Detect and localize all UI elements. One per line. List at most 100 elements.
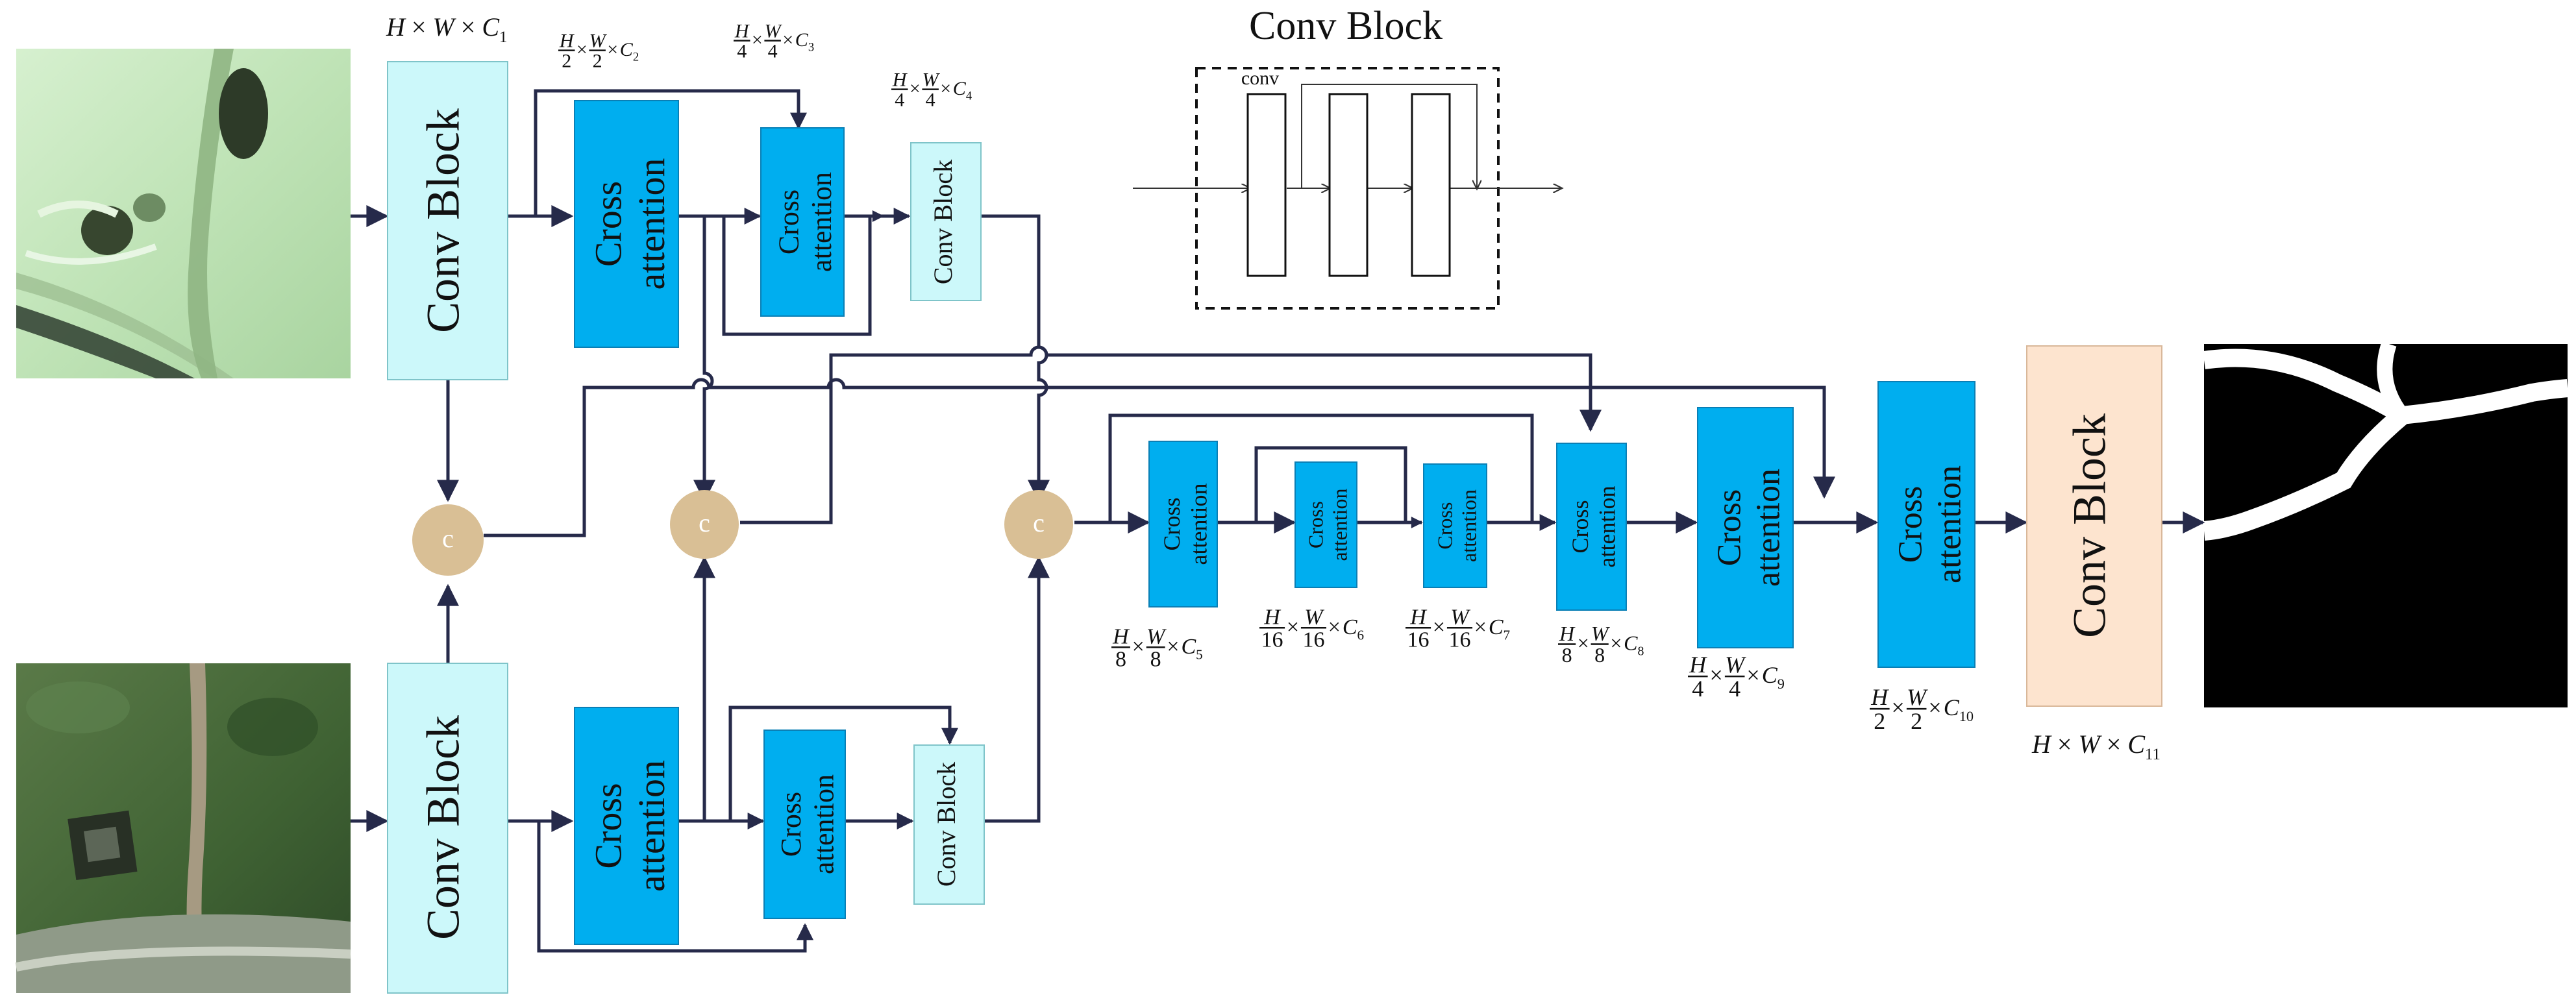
svg-text:C7: C7 [1489,615,1510,643]
svg-text:W: W [1146,625,1167,649]
concat-node-3-label: c [1033,508,1045,537]
svg-text:H: H [892,69,908,91]
svg-text:×: × [1578,631,1589,654]
cross-attention-label: Crossattention [1892,465,1968,583]
svg-text:×: × [1928,694,1941,720]
svg-text:8: 8 [1594,643,1605,667]
concat-node-1: c [412,504,484,576]
svg-text:C5: C5 [1181,635,1202,663]
output-mask [2203,341,2569,707]
cross-label-line-2: attention [1750,469,1787,587]
input-image-a [16,49,351,378]
svg-text:W: W [1450,606,1470,630]
svg-text:C4: C4 [953,78,972,103]
cross-attention-enc-a-2: Crossattention [760,127,845,317]
cross-label-line-1: Cross [1433,502,1457,550]
cross-label-line-1: Cross [775,792,807,857]
svg-text:H: H [559,31,575,52]
skip-cross5 [1108,413,1534,522]
conv-block-a-label: Conv Block [417,108,469,333]
svg-text:4: 4 [895,89,904,110]
svg-text:C8: C8 [1624,631,1644,658]
svg-text:×: × [1287,615,1299,639]
svg-text:H: H [734,21,750,42]
cross-label-line-2: attention [806,172,837,272]
svg-text:H: H [1263,606,1282,630]
svg-text:4: 4 [1729,676,1740,702]
conv-block-legend: Conv Block conv [1133,4,1561,310]
conv-block-a: Conv Block [387,61,508,380]
cross-label-line-1: Cross [1159,497,1185,550]
svg-text:16: 16 [1407,628,1430,652]
svg-text:H × W × C11: H × W × C11 [2031,730,2161,763]
dim-label-d10: H2×W2×C10 [1870,684,1974,734]
conv-small-b-label: Conv Block [932,762,961,887]
svg-text:H: H [1112,625,1130,649]
concat-node-3: c [1004,490,1073,559]
cross-label-line-1: Cross [587,783,629,868]
conv-block-final-label: Conv Block [2064,413,2116,638]
svg-text:×: × [940,78,951,99]
skip-concat1-to-decoder [484,378,1835,537]
svg-text:×: × [1474,615,1487,639]
cross-attention-label: Crossattention [1567,486,1620,568]
cross-attention-dec-10: Crossattention [1877,381,1975,668]
arrow-cross-a-down [693,216,715,502]
cross-attention-label: Crossattention [1304,489,1352,561]
svg-text:H: H [1409,606,1428,630]
skip-bottom-2 [728,705,958,821]
svg-text:×: × [607,39,618,60]
cross-label-line-2: attention [1457,489,1481,562]
svg-text:H: H [1689,652,1707,678]
svg-text:C6: C6 [1343,615,1364,643]
cross-label-line-2: attention [808,774,840,874]
svg-text:C3: C3 [795,29,814,55]
conv-block-b-label: Conv Block [417,715,469,940]
dim-label-d6: H16×W16×C6 [1259,606,1364,652]
arrow-conv-small-a-down [980,214,1050,502]
svg-text:H: H [1870,684,1889,710]
svg-text:H × W × C1: H × W × C1 [386,12,507,46]
svg-text:×: × [752,29,763,51]
concat-node-2-label: c [699,508,710,537]
svg-text:×: × [1610,631,1622,654]
cross-attention-label: Crossattention [587,158,673,290]
dim-label-d3: H4×W4×C3 [734,21,814,62]
concat-node-1-label: c [442,524,454,553]
svg-text:×: × [910,78,921,99]
cross-label-line-1: Cross [773,190,804,254]
dim-label-d8: H8×W8×C8 [1558,622,1644,667]
legend-title: Conv Block [1249,4,1443,48]
cross-attention-label: Crossattention [773,172,837,272]
svg-text:4: 4 [768,40,778,62]
input-image-b [15,663,351,993]
legend-conv-3 [1411,93,1451,277]
cross-label-line-2: attention [630,760,673,892]
svg-text:×: × [1709,662,1722,688]
legend-conv-1 [1246,93,1287,277]
svg-text:4: 4 [1692,676,1703,702]
concat-node-2: c [670,490,739,559]
svg-text:2: 2 [562,50,571,71]
svg-text:×: × [1167,635,1179,659]
cross-label-line-1: Cross [587,181,629,267]
svg-text:C2: C2 [620,39,639,64]
cross-label-line-1: Cross [1892,486,1929,563]
svg-text:2: 2 [1911,708,1922,734]
svg-text:×: × [1891,694,1904,720]
svg-text:4: 4 [737,40,747,62]
conv-block-final: Conv Block [2026,345,2162,707]
skip-bottom-1 [537,821,813,953]
cross-attention-dec-6: Crossattention [1294,461,1357,588]
svg-text:×: × [1433,615,1445,639]
conv-block-b: Conv Block [387,663,508,994]
legend-conv-2 [1328,93,1368,277]
cross-label-line-2: attention [630,158,673,290]
skip-top-2 [722,216,872,336]
dim-label-d7: H16×W16×C7 [1406,606,1510,652]
svg-text:W: W [1725,652,1746,678]
skip-top-1 [534,89,807,216]
svg-text:W: W [1591,622,1611,645]
cross-attention-dec-9: Crossattention [1697,407,1794,648]
